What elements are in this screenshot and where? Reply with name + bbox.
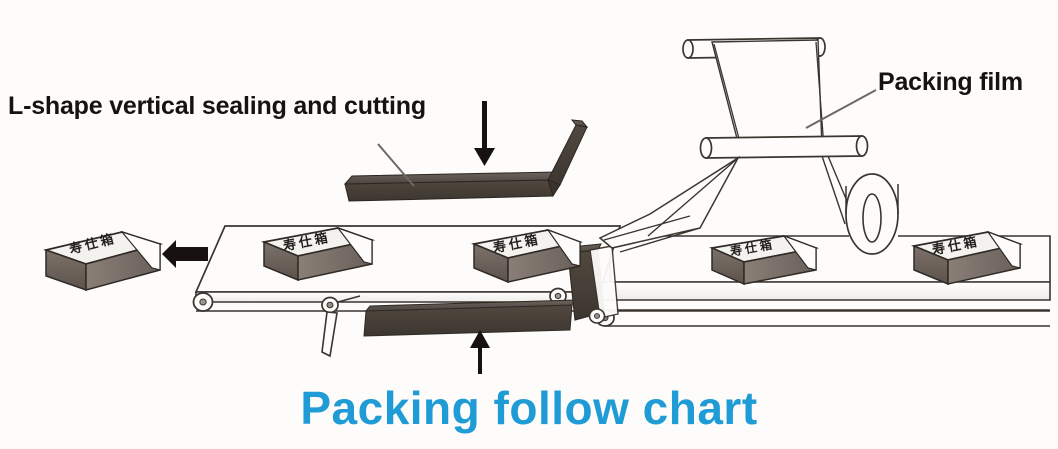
label-lshape-vertical-sealing-and-cutting: L-shape vertical sealing and cutting xyxy=(8,92,426,120)
product-box xyxy=(261,226,376,282)
arrow-seal-up xyxy=(470,330,490,374)
arrow-seal-down xyxy=(474,101,495,166)
film-sheet xyxy=(711,39,825,151)
product-box xyxy=(911,230,1023,286)
upper-l-sealing-bar xyxy=(343,119,589,202)
product-box xyxy=(42,230,164,292)
film-roll xyxy=(845,173,899,255)
hinge-arm xyxy=(321,295,361,358)
label-packing-film: Packing film xyxy=(878,68,1023,96)
leader-line-packing-film xyxy=(805,89,877,129)
film-frame xyxy=(598,37,869,253)
lower-sealing-bar xyxy=(363,299,576,337)
transition-sealing-jaw xyxy=(567,243,619,324)
product-box xyxy=(709,234,820,286)
leader-line-lshape xyxy=(377,143,415,187)
product-box xyxy=(471,228,583,284)
film-roller-mid xyxy=(699,135,869,159)
arrow-discharge-left xyxy=(162,240,208,268)
page-title: Packing follow chart xyxy=(300,382,758,434)
